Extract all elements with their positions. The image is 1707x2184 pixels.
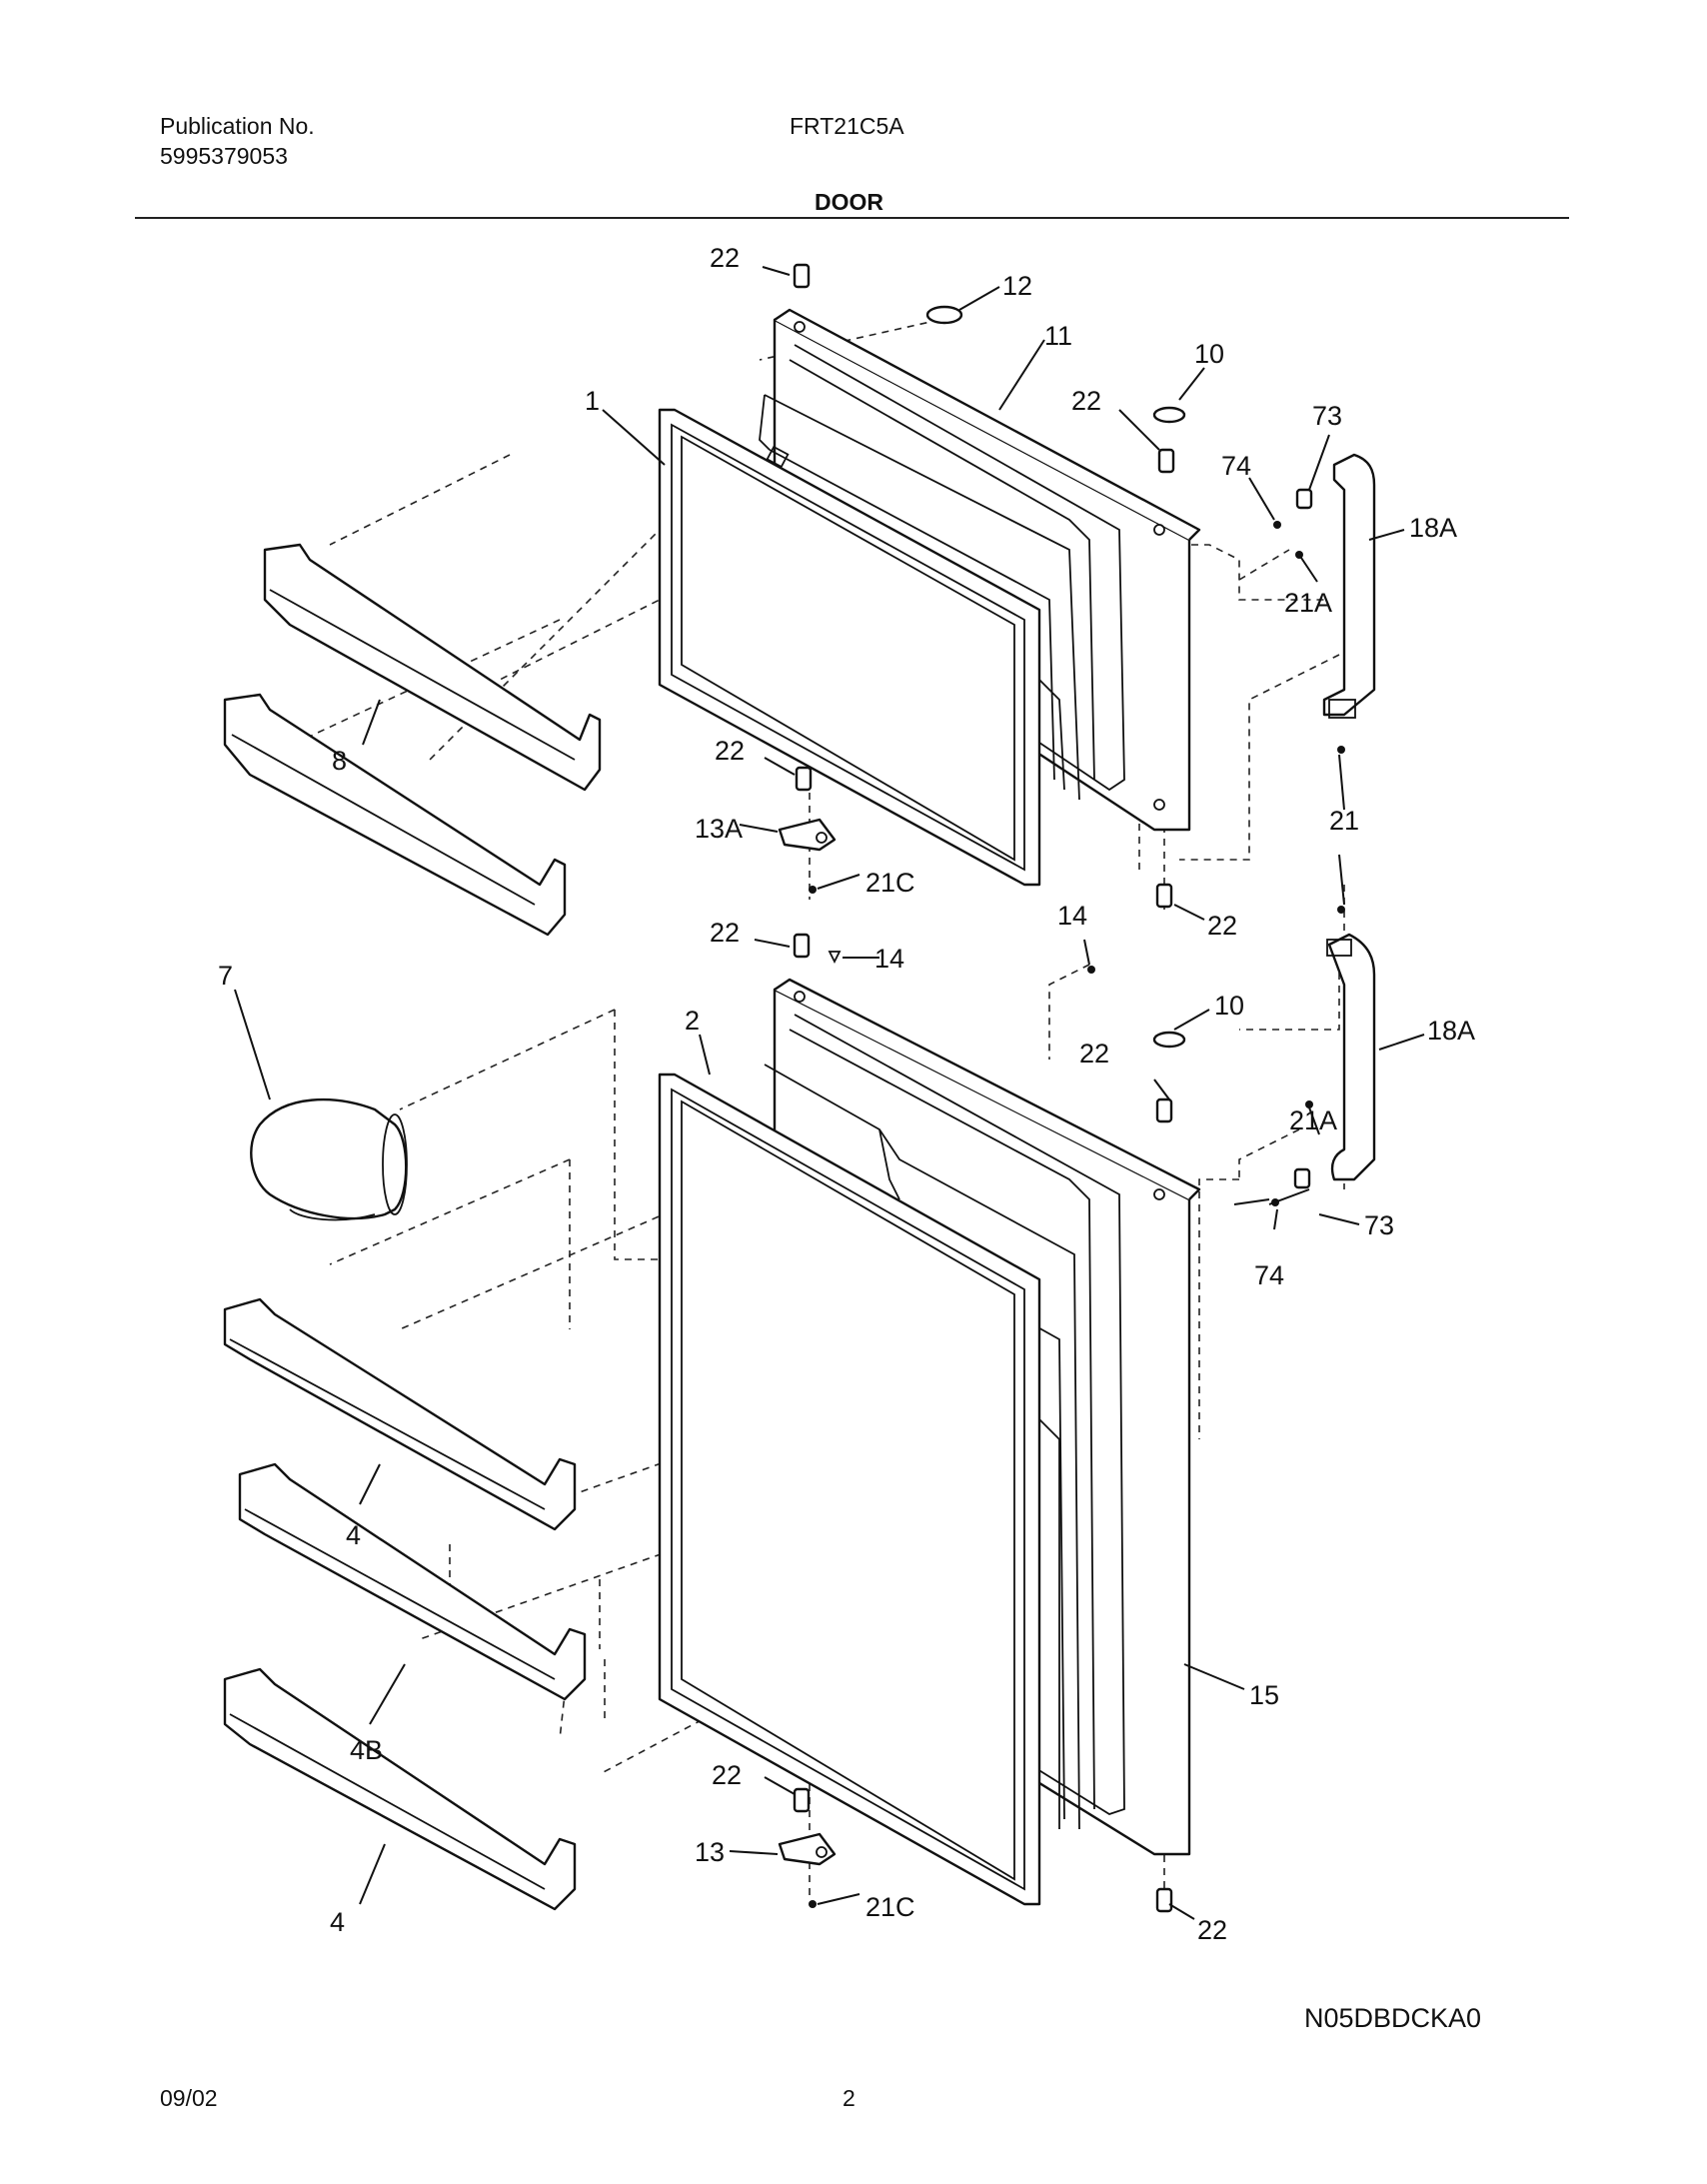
model-number: FRT21C5A: [790, 113, 904, 139]
publication-label: Publication No.: [160, 113, 315, 139]
callout-21: 21: [1329, 806, 1359, 836]
callout-4: 4: [346, 1520, 361, 1550]
hardware-pieces: [793, 263, 1345, 1913]
hinge-13: [778, 1832, 837, 1866]
door-bin-4-lower: [223, 1667, 577, 1911]
diagram-code: N05DBDCKA0: [1304, 2003, 1482, 2033]
fresh-food-door-handle: [1326, 933, 1376, 1181]
callout-22: 22: [1079, 1039, 1109, 1069]
callout-22: 22: [712, 1760, 742, 1790]
callout-74: 74: [1254, 1260, 1284, 1290]
callout-8: 8: [332, 746, 347, 776]
page-number: 2: [843, 2085, 855, 2111]
callout-4: 4: [330, 1907, 345, 1937]
callout-2: 2: [685, 1006, 700, 1036]
callout-73: 73: [1312, 401, 1342, 431]
callout-10: 10: [1214, 991, 1244, 1021]
callout-21A: 21A: [1289, 1105, 1337, 1135]
callout-18A: 18A: [1409, 513, 1457, 543]
freezer-door-handle: [1322, 453, 1376, 719]
callout-4B: 4B: [350, 1735, 383, 1765]
callout-21C: 21C: [865, 868, 915, 898]
callout-21C: 21C: [865, 1892, 915, 1922]
callout-22: 22: [715, 736, 745, 766]
callout-21A: 21A: [1284, 588, 1332, 618]
leader-lines: [234, 266, 1425, 1920]
callout-13: 13: [695, 1837, 725, 1867]
fresh-food-door-gasket: [658, 1073, 1041, 1906]
callout-22: 22: [1071, 386, 1101, 416]
callout-22: 22: [1197, 1915, 1227, 1945]
callout-10: 10: [1194, 339, 1224, 369]
hinge-13A: [778, 818, 837, 852]
freezer-shelf-8-lower: [223, 693, 567, 937]
callout-labels: 22 12 11 10 22 1 73 74 18A 21A 8 22 21 1…: [218, 243, 1475, 1945]
dairy-compartment-7: [250, 1097, 408, 1221]
header-rule: [135, 217, 1569, 219]
freezer-shelf-8-upper: [263, 543, 602, 792]
section-title: DOOR: [815, 189, 883, 215]
callout-73: 73: [1364, 1210, 1394, 1240]
callout-74: 74: [1221, 451, 1251, 481]
freezer-door-gasket: [658, 408, 1041, 887]
callout-11: 11: [1044, 321, 1072, 351]
callout-22: 22: [1207, 911, 1237, 941]
callout-22: 22: [710, 243, 740, 273]
callout-22: 22: [710, 918, 740, 948]
callout-14: 14: [874, 944, 904, 974]
callout-15: 15: [1249, 1680, 1279, 1710]
door-bin-4B: [238, 1462, 587, 1701]
callout-12: 12: [1002, 271, 1032, 301]
callout-14: 14: [1057, 901, 1087, 931]
publication-date: 09/02: [160, 2085, 218, 2111]
callout-18A: 18A: [1427, 1016, 1475, 1046]
door-bin-4-upper: [223, 1297, 577, 1531]
callout-13A: 13A: [695, 814, 743, 844]
publication-number: 5995379053: [160, 143, 288, 169]
callout-7: 7: [218, 961, 233, 991]
callout-1: 1: [585, 386, 600, 416]
